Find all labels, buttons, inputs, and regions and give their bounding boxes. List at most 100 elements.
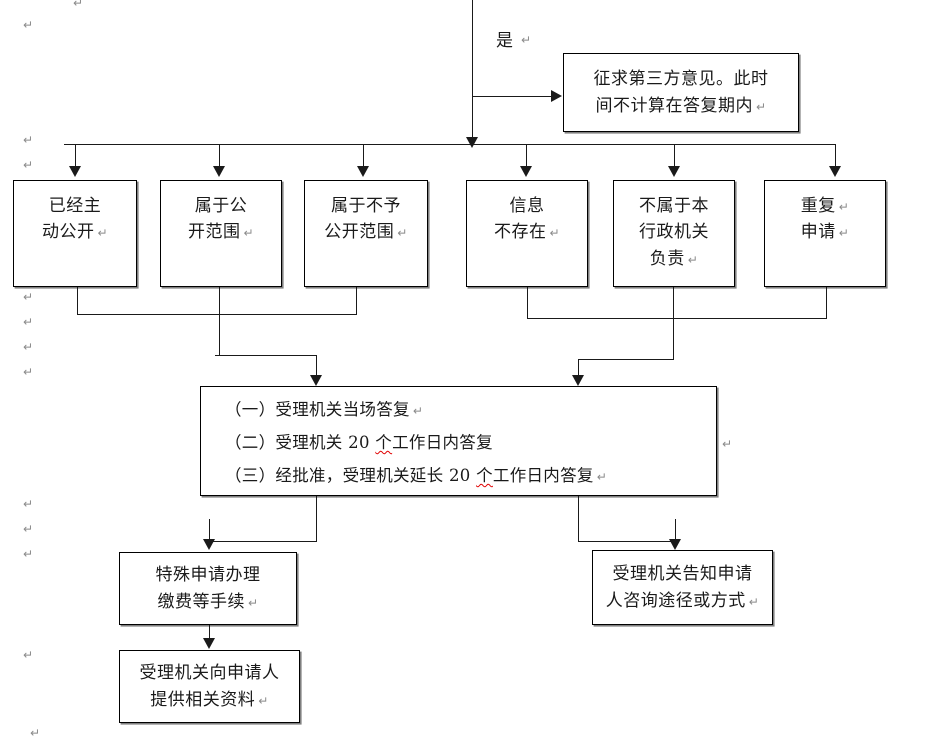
merge-elbow-left (215, 355, 317, 356)
drop-arrowhead-3 (357, 166, 369, 177)
paragraph-mark: ↵ (838, 226, 850, 241)
node-line: 受理机关告知申请 (612, 564, 753, 585)
branch-drop-special-fee (209, 519, 210, 542)
branch-drop-inform (675, 519, 676, 542)
node-line: 信息 (509, 196, 545, 216)
paragraph-mark: ↵ (722, 437, 733, 451)
paragraph-mark: ↵ (755, 99, 767, 114)
paragraph-mark: ↵ (23, 290, 34, 304)
drop-arrowhead-4 (520, 166, 532, 177)
drop-line-2 (219, 144, 220, 172)
drop-arrowhead-6 (829, 166, 841, 177)
yes-branch-connector (472, 96, 554, 97)
paragraph-mark: ↵ (23, 315, 34, 329)
merge-stem-right-4 (527, 287, 528, 319)
paragraph-mark: ↵ (23, 547, 34, 561)
paragraph-mark: ↵ (258, 693, 269, 708)
node-line: 特殊申请办理 (155, 565, 261, 586)
merge-drop-right (578, 359, 579, 381)
connector-special-fee-to-materials (209, 625, 210, 641)
paragraph-mark: ↵ (687, 252, 699, 267)
branch-elbow-inform (578, 541, 676, 542)
paragraph-mark: ↵ (73, 0, 84, 10)
drop-arrowhead-5 (668, 166, 680, 177)
paragraph-mark: ↵ (23, 340, 34, 354)
node-duplicate-request: 重复↵ 申请↵ (764, 180, 886, 287)
paragraph-mark: ↵ (97, 226, 109, 241)
paragraph-mark: ↵ (838, 200, 850, 214)
paragraph-mark: ↵ (23, 497, 34, 511)
merge-stem-left-1 (77, 287, 78, 315)
main-trunk-line (472, 0, 473, 143)
node-line: 缴费等手续↵ (157, 591, 259, 612)
spellcheck-word: 个 (375, 433, 393, 452)
paragraph-mark: ↵ (549, 226, 561, 241)
merge-elbow-right (578, 359, 674, 360)
branch-stem-inform (578, 496, 579, 542)
merge-stem-left-3 (356, 287, 357, 315)
reply-option-line: （一）受理机关当场答复↵ (225, 400, 424, 419)
node-line: 受理机关向申请人 (139, 663, 280, 684)
node-special-fee: 特殊申请办理 缴费等手续↵ (119, 552, 297, 625)
paragraph-mark: ↵ (23, 522, 34, 536)
node-line: 申请↵ (800, 222, 850, 243)
drop-arrowhead-1 (69, 166, 81, 177)
node-not-this-agency: 不属于本 行政机关 负责↵ (613, 180, 735, 287)
merge-stem-right-6 (826, 287, 827, 319)
drop-line-1 (75, 144, 76, 172)
drop-line-6 (835, 144, 836, 172)
drop-arrowhead-2 (213, 166, 225, 177)
node-already-public: 已经主 动公开↵ (13, 180, 137, 287)
node-line: 负责↵ (649, 248, 699, 269)
node-provide-materials: 受理机关向申请人 提供相关资料↵ (119, 650, 300, 723)
paragraph-mark: ↵ (30, 726, 41, 739)
outcome-distribution-bar (64, 144, 836, 145)
paragraph-mark: ↵ (23, 648, 34, 662)
node-line: 开范围↵ (187, 222, 255, 243)
reply-option-line: （三）经批准，受理机关延长 20 个工作日内答复↵ (225, 466, 608, 485)
arrowhead-special-fee-to-materials (203, 638, 215, 649)
drop-line-3 (363, 144, 364, 172)
paragraph-mark: ↵ (521, 33, 532, 47)
paragraph-mark: ↵ (247, 595, 259, 610)
paragraph-mark: ↵ (397, 226, 408, 241)
merge-drop-left (316, 355, 317, 381)
branch-arrowhead-inform (669, 539, 681, 550)
paragraph-mark: ↵ (596, 470, 608, 484)
drop-line-5 (674, 144, 675, 172)
spellcheck-word: 个 (476, 466, 493, 485)
node-line: 不属于本 (639, 196, 709, 216)
node-line: 重复↵ (800, 196, 850, 216)
merge-stem-right-5 (673, 287, 674, 360)
node-line: 征求第三方意见。此时 (593, 69, 769, 90)
merge-bar-right (527, 318, 827, 319)
paragraph-mark: ↵ (243, 226, 255, 241)
node-line: 人咨询途径或方式↵ (605, 590, 760, 611)
node-line: 行政机关 (639, 222, 709, 243)
node-within-public-scope: 属于公 开范围↵ (160, 180, 282, 287)
branch-arrowhead-special-fee (203, 539, 215, 550)
node-line: 不存在↵ (493, 222, 561, 243)
node-reply-options: （一）受理机关当场答复↵ （二）受理机关 20 个工作日内答复 （三）经批准，受… (200, 386, 717, 496)
branch-elbow-special-fee (209, 541, 317, 542)
node-line: 已经主 (48, 196, 102, 216)
branch-stem-special-fee (316, 496, 317, 542)
node-line: 属于公 (194, 196, 248, 216)
drop-line-4 (526, 144, 527, 172)
node-inform-channel: 受理机关告知申请 人咨询途径或方式↵ (592, 550, 773, 625)
yes-branch-arrowhead (551, 90, 562, 102)
node-not-public-scope: 属于不予 公开范围↵ (304, 180, 428, 287)
merge-arrowhead-right (572, 375, 584, 386)
paragraph-mark: ↵ (748, 594, 760, 609)
merge-stem-left-2 (219, 287, 220, 355)
main-trunk-arrowhead (466, 137, 478, 148)
node-line: 公开范围↵ (324, 222, 408, 243)
paragraph-mark: ↵ (412, 404, 424, 418)
node-line: 属于不予 (331, 196, 401, 216)
paragraph-mark: ↵ (23, 158, 34, 172)
merge-arrowhead-left (310, 375, 322, 386)
merge-bar-left (77, 314, 357, 315)
node-line: 间不计算在答复期内↵ (595, 95, 767, 116)
node-info-not-exist: 信息 不存在↵ (466, 180, 588, 287)
